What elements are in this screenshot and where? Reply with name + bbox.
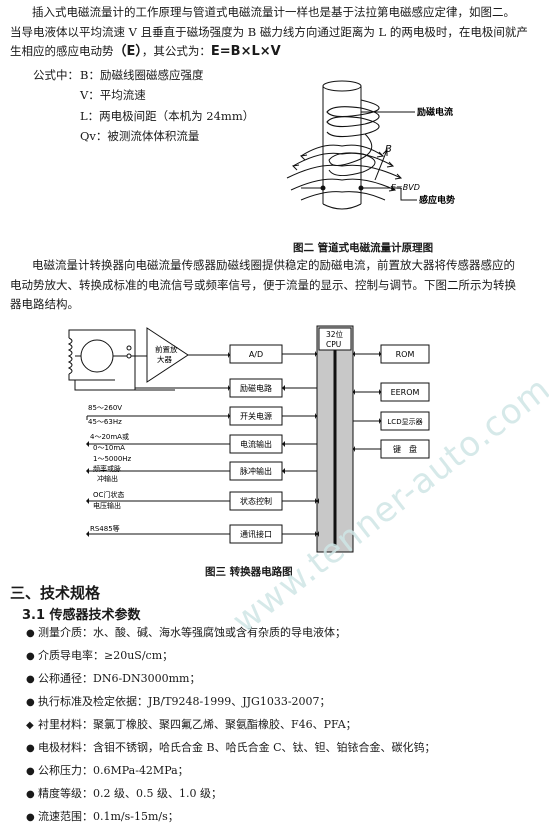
para2-line-2: 电动势放大、转换成标准的电流信号或频率信号，便于流量的显示、控制与调节。下图二所… [10,278,516,292]
block-rom: ROM [396,350,415,359]
spec-item-pressure: ●公称压力：0.6MPa-42MPa； [26,762,436,781]
label-induced-emf: 感应电势 [419,194,455,206]
side-current-2: 0～10mA [93,444,125,452]
bullet-icon: ● [26,789,35,800]
spec-text: 执行标准及检定依据：JB/T9248-1999、JJG1033-2007； [38,695,331,708]
para2-line-3: 器电路结构。 [10,297,79,311]
intro-line-3-tail: ，其公式为： [141,44,211,58]
bullet-icon: ● [26,674,35,685]
side-pulse-3: 冲输出 [97,474,118,483]
cpu-label-1: 32位 [326,329,344,339]
spec-text: 精度等级：0.2 级、0.5 级、1.0 级； [38,787,222,800]
section-3-1-title: 3.1 传感器技术参数 [22,608,141,623]
side-state-2: 电压输出 [93,501,121,510]
side-pulse-1: 1～5000Hz [93,455,132,463]
emf-symbol: （E） [113,44,142,59]
block-lcd: LCD显示器 [387,418,422,426]
side-current-1: 4～20mA或 [90,432,129,441]
label-excitation-current: 励磁电流 [417,106,453,118]
legend-item-qv: Qv：被测流体体积流量 [80,129,200,143]
formula: E=B×L×V [210,44,281,59]
label-b: B [385,144,392,155]
side-comm: RS485等 [90,524,120,533]
bullet-icon: ● [26,766,35,777]
block-excitation: 励磁电路 [240,383,272,393]
section-3-title: 三、技术规格 [10,584,101,602]
side-power-2: 45～63Hz [88,418,122,426]
side-state-1: OC门状态 [93,490,124,499]
intro-line-2: 当导电液体以平均流速 V 且垂直于磁场强度为 B 磁力线方向通过距离为 L 的两… [10,25,528,39]
spec-text: 公称压力：0.6MPa-42MPa； [38,764,189,777]
spec-text: 衬里材料：聚氯丁橡胶、聚四氟乙烯、聚氨酯橡胶、F46、PFA； [38,718,357,731]
side-pulse-2: 频率或脉 [93,464,121,473]
intro-line-1: 插入式电磁流量计的工作原理与管道式电磁流量计一样也是基于法拉第电磁感应定律，如图… [32,5,515,19]
spec-item-accuracy: ●精度等级：0.2 级、0.5 级、1.0 级； [26,785,436,804]
spec-item-conductivity: ●介质导电率：≥20uS/cm； [26,647,436,666]
figure-2-caption: 图二 管道式电磁流量计原理图 [293,242,434,254]
legend-item-b: B：励磁线圈磁感应强度 [80,68,204,82]
spec-text: 介质导电率：≥20uS/cm； [38,649,174,662]
legend-item-l: L：两电极间距（本机为 24mm） [80,109,255,123]
spec-text: 电极材料：含钼不锈钢，哈氏合金 B、哈氏合金 C、钛、钽、铂铱合金、碳化钨； [38,741,436,754]
figure-3-diagram: 前置放 大器 32位 CPU A/D 励磁电路 开关电源 电流输出 脉冲输出 状… [67,325,430,553]
intro-line-3: 生相应的感应电动势（E），其公式为：E=B×L×V [10,42,281,61]
block-current-output: 电流输出 [240,439,272,449]
block-eerom: EEROM [391,388,420,397]
spec-text: 流速范围：0.1m/s-15m/s； [38,810,179,823]
spec-item-electrode: ●电极材料：含钼不锈钢，哈氏合金 B、哈氏合金 C、钛、钽、铂铱合金、碳化钨； [26,739,436,758]
label-ebvd: E=BVD [391,183,420,192]
spec-item-medium: ●测量介质：水、酸、碱、海水等强腐蚀或含有杂质的导电液体； [26,624,436,643]
block-switch-power: 开关电源 [240,411,272,421]
diamond-bullet-icon: ◆ [26,720,34,731]
amp-label-2: 大器 [157,354,172,364]
para2-line-1: 电磁流量计转换器向电磁流量传感器励磁线圈提供稳定的励磁电流，前置放大器将传感器感… [32,258,515,272]
bullet-icon: ● [26,697,35,708]
bullet-icon: ● [26,628,35,639]
block-state-control: 状态控制 [240,496,272,506]
figure-3-caption: 图三 转换器电路图 [205,566,293,578]
spec-item-velocity: ●流速范围：0.1m/s-15m/s； [26,808,436,827]
spec-item-diameter: ●公称通径：DN6-DN3000mm； [26,670,436,689]
block-comm-interface: 通讯接口 [240,529,272,539]
spec-text: 测量介质：水、酸、碱、海水等强腐蚀或含有杂质的导电液体； [38,626,346,639]
figure-2-diagram: 励磁电流 B E=BVD 感应电势 [286,80,455,210]
spec-item-standard: ●执行标准及检定依据：JB/T9248-1999、JJG1033-2007； [26,693,436,712]
bullet-icon: ● [26,743,35,754]
spec-item-lining: ◆ 衬里材料：聚氯丁橡胶、聚四氟乙烯、聚氨酯橡胶、F46、PFA； [26,716,436,735]
cpu-label-2: CPU [326,340,341,349]
amp-label-1: 前置放 [155,344,178,354]
legend-label: 公式中： [33,68,79,82]
spec-text: 公称通径：DN6-DN3000mm； [38,672,201,685]
side-power-1: 85～260V [88,404,122,412]
block-ad: A/D [249,350,263,359]
bullet-icon: ● [26,651,35,662]
block-pulse-output: 脉冲输出 [240,466,272,476]
spec-list: ●测量介质：水、酸、碱、海水等强腐蚀或含有杂质的导电液体； ●介质导电率：≥20… [26,624,436,827]
block-keyboard: 键 盘 [393,444,417,454]
legend-item-v: V：平均流速 [80,88,146,102]
bullet-icon: ● [26,812,35,823]
intro-line-3-text: 生相应的感应电动势 [10,44,114,58]
